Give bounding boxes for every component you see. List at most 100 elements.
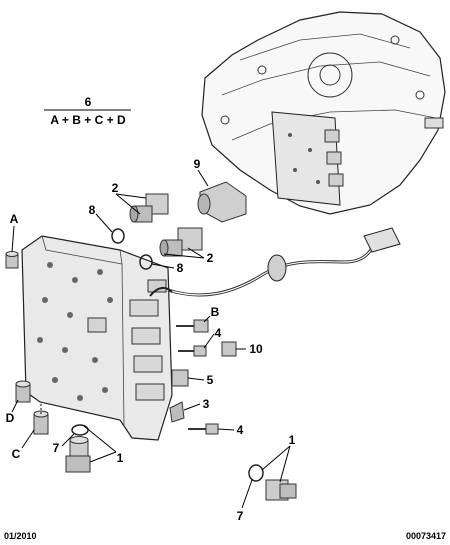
wiring-harness: [149, 227, 401, 297]
callout-1-right: 1: [289, 433, 296, 447]
callout-3: 3: [203, 397, 210, 411]
plate-hole: [77, 395, 83, 401]
plate-hole: [62, 347, 68, 353]
part-b-bolt: [176, 319, 209, 333]
part-8-o-ring-upper: [111, 228, 125, 244]
leader-7b: [241, 479, 253, 509]
bolt-head: [205, 423, 219, 435]
solenoid-base: [65, 455, 91, 473]
mounted-valve-hole: [308, 148, 312, 152]
part-2-solenoid-lower: [159, 227, 203, 257]
valve-body-plate: [21, 235, 173, 441]
part-7-o-ring-right: [248, 464, 264, 482]
callout-c: C: [12, 447, 21, 461]
plate-solenoid: [135, 383, 165, 401]
housing-bolt-hole: [390, 35, 400, 45]
housing-ribs: [221, 33, 437, 141]
part-c-plug: [33, 410, 49, 435]
plate-top-edge: [41, 235, 123, 265]
plate-hole: [47, 262, 53, 268]
plate-solenoid: [133, 355, 163, 373]
leader-4b: [217, 428, 235, 431]
harness-grommet: [267, 254, 287, 282]
callout-9: 9: [194, 157, 201, 171]
leader-3: [183, 403, 201, 411]
plug-top: [5, 251, 19, 257]
plate-hole: [37, 337, 43, 343]
plate-solenoid: [129, 299, 159, 317]
part-a-plug: [5, 251, 19, 269]
callout-2-upper: 2: [112, 181, 119, 195]
part-10-plug: [221, 341, 237, 357]
part-1-solenoid-left: [65, 436, 91, 473]
housing-connector: [424, 117, 444, 129]
leader-1a-1: [83, 425, 117, 453]
plate-hole: [42, 297, 48, 303]
plate-outline: [21, 235, 173, 441]
callout-b: B: [211, 305, 220, 319]
mounted-solenoid: [328, 173, 344, 187]
callout-5: 5: [207, 373, 214, 387]
leader-5: [187, 377, 205, 381]
callout-10: 10: [249, 342, 263, 356]
part-9-sensor: [197, 181, 247, 223]
mounted-valve-hole: [293, 168, 297, 172]
solenoid-top: [69, 436, 89, 444]
callout-2-lower: 2: [207, 251, 214, 265]
plate-hole: [92, 357, 98, 363]
plate-hole: [52, 377, 58, 383]
sensor-face: [197, 193, 211, 215]
callout-7-right: 7: [237, 509, 244, 523]
mounted-valve-hole: [316, 180, 320, 184]
leader-b: [203, 315, 211, 323]
solenoid-head: [177, 227, 203, 251]
callout-1-left: 1: [117, 451, 124, 465]
leader-1a-2: [89, 451, 117, 463]
callout-labels: 9 2 8 A 2 8 B 4 10 5 3 4 D C 7 1 1 7: [6, 157, 296, 523]
plug-body: [171, 369, 189, 387]
plate-side-edge: [121, 263, 125, 426]
housing-bolt-hole: [257, 65, 267, 75]
callout-8-lower: 8: [177, 261, 184, 275]
formula-block: 6 A + B + C + D: [44, 95, 131, 127]
clip-body: [169, 401, 185, 423]
plate-hole: [67, 312, 73, 318]
callout-a: A: [10, 212, 19, 226]
plate-hole: [72, 277, 78, 283]
part-5-plug: [171, 369, 189, 387]
formula-expression: A + B + C + D: [50, 113, 126, 127]
plate-solenoid: [131, 327, 161, 345]
plate-hole: [97, 269, 103, 275]
mounted-valve-hole: [288, 133, 292, 137]
part-d-plug: [15, 380, 31, 403]
part-1-solenoid-right: [265, 479, 297, 501]
leader-8b: [151, 263, 175, 269]
plate-hole: [102, 387, 108, 393]
leader-d: [11, 399, 19, 413]
formula-number: 6: [85, 95, 92, 109]
leader-2b-2: [163, 253, 205, 259]
part-8-o-ring-lower: [139, 254, 153, 270]
housing-bolt-hole: [415, 90, 425, 100]
part-2-solenoid-upper: [129, 193, 169, 223]
callout-4-lower: 4: [237, 423, 244, 437]
solenoid-cap: [279, 483, 297, 499]
leader-c: [21, 429, 35, 449]
plug-top: [15, 380, 31, 388]
leader-2a-1: [115, 193, 147, 199]
solenoid-tip: [129, 205, 139, 223]
part-4-bolt-lower: [188, 423, 219, 435]
leader-2b-1: [187, 247, 205, 259]
plate-label-pad: [87, 317, 107, 333]
housing-bore: [307, 52, 353, 98]
plate-hole: [107, 297, 113, 303]
leader-2a-2: [115, 193, 141, 215]
gearbox-housing: [201, 11, 446, 215]
harness-connector: [363, 227, 401, 253]
part-3-clip: [169, 401, 185, 423]
footer-date: 01/2010: [4, 531, 37, 541]
solenoid-tip: [159, 239, 169, 257]
leader-4a: [203, 333, 215, 349]
leader-a: [11, 225, 15, 253]
